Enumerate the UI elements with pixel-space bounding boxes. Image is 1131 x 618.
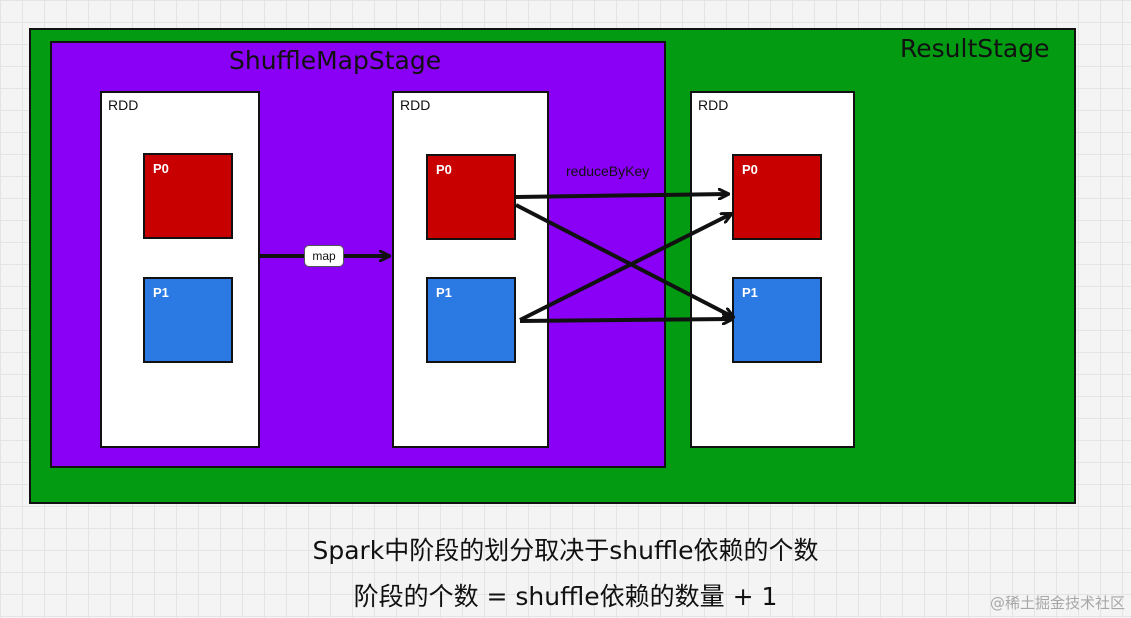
watermark: @稀土掘金技术社区: [989, 594, 1125, 612]
partition-label: P0: [742, 162, 758, 177]
reduce-by-key-edge-label: reduceByKey: [566, 163, 650, 179]
rdd-2-partition-p0: P0: [426, 154, 516, 240]
rdd-1-partition-p0: P0: [143, 153, 233, 239]
arrow-p1-to-p0: [519, 214, 731, 322]
caption-line-1: Spark中阶段的划分取决于shuffle依赖的个数: [312, 536, 819, 565]
partition-label: P0: [436, 162, 452, 177]
rdd-1-label: RDD: [108, 97, 139, 113]
result-stage-title: ResultStage: [900, 34, 1050, 63]
rdd-2: [392, 91, 549, 448]
arrow-p0-to-p1: [515, 203, 733, 317]
arrow-p0-to-p0: [515, 194, 728, 197]
rdd-1-partition-p1: P1: [143, 277, 233, 363]
rdd-3: [690, 91, 855, 448]
partition-label: P1: [436, 285, 452, 300]
partition-label: P1: [742, 285, 758, 300]
shuffle-map-stage-title: ShuffleMapStage: [229, 46, 442, 75]
caption-line-2: 阶段的个数 = shuffle依赖的数量 + 1: [353, 582, 778, 611]
partition-label: P1: [153, 285, 169, 300]
arrow-p1-to-p1: [519, 319, 732, 321]
map-edge-label: map: [304, 245, 344, 267]
rdd-3-partition-p1: P1: [732, 277, 822, 363]
rdd-1: [100, 91, 260, 448]
rdd-2-partition-p1: P1: [426, 277, 516, 363]
rdd-2-label: RDD: [400, 97, 431, 113]
rdd-3-partition-p0: P0: [732, 154, 822, 240]
partition-label: P0: [153, 161, 169, 176]
rdd-3-label: RDD: [698, 97, 729, 113]
